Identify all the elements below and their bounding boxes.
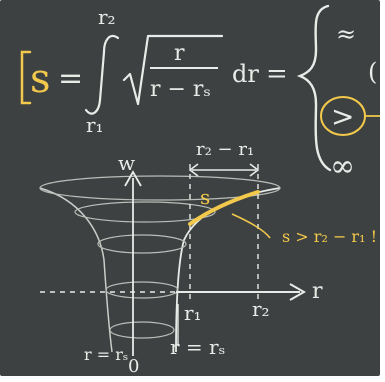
- integral-upper-limit: r₂: [98, 5, 116, 29]
- label-zero: 0: [128, 356, 139, 376]
- w-axis-arrowhead: [124, 170, 142, 187]
- funnel-ring: [109, 321, 175, 339]
- inequality-pointer: [231, 213, 271, 239]
- r-axis-arrowhead: [289, 283, 307, 301]
- equation-equals: =: [58, 61, 83, 96]
- case-approx: ≈: [336, 20, 356, 48]
- label-r-eq-rs-mid: r = rₛ: [170, 335, 225, 359]
- w-axis-label: w: [118, 151, 135, 175]
- funnel-ring: [105, 281, 179, 299]
- square-root-sign: [122, 34, 224, 106]
- fraction-numerator: r: [174, 41, 185, 66]
- highlight-bracket: [20, 50, 32, 105]
- interval-arrow-left: [188, 163, 199, 177]
- curve-label: s: [200, 185, 210, 209]
- integral-equation: s = r₂ r₁ r r − rₛ dr = ≈ ( > ∞: [20, 4, 380, 184]
- funnel-ring: [39, 175, 281, 201]
- label-r-eq-rs-left: r = rₛ: [84, 345, 128, 364]
- equation-equals-2: =: [266, 59, 288, 89]
- interval-label: r₂ − r₁: [196, 139, 254, 160]
- fraction-denominator: r − rₛ: [150, 77, 211, 102]
- embedding-diagram: w r r₁ r₂ r₂ − r₁ s s > r₂ − r₁ ! r = rₛ…: [39, 139, 377, 376]
- case-infinity: ∞: [330, 149, 355, 184]
- differential: dr: [232, 60, 259, 88]
- curly-brace: [296, 4, 332, 172]
- r-axis-label: r: [312, 279, 323, 304]
- chalkboard: s = r₂ r₁ r r − rₛ dr = ≈ ( > ∞: [0, 0, 380, 376]
- funnel-left-edge: [39, 187, 113, 353]
- tick-r1: r₁: [184, 301, 202, 325]
- tick-r2: r₂: [252, 297, 270, 321]
- integral-lower-limit: r₁: [86, 113, 104, 137]
- funnel-rings: [39, 175, 281, 339]
- arc-length-curve: [188, 190, 260, 226]
- inequality-note: s > r₂ − r₁ !: [282, 227, 377, 246]
- interval-arrow-right: [249, 163, 260, 177]
- case-greater: >: [331, 100, 354, 133]
- case-paren: (: [368, 58, 377, 86]
- integral-sign: [84, 34, 120, 115]
- equation-lhs: s: [30, 56, 51, 102]
- funnel-ring: [74, 201, 216, 223]
- funnel-ring: [97, 234, 187, 254]
